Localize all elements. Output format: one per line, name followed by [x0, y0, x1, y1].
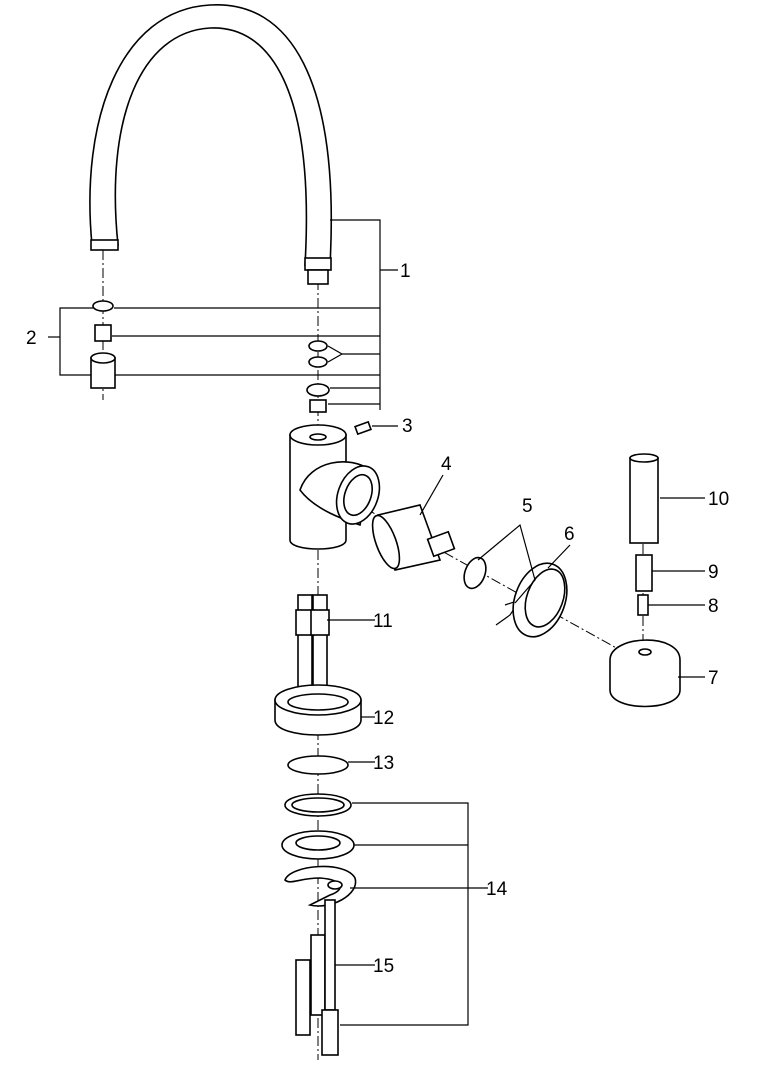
faucet-body — [289, 424, 381, 550]
part-labels: 1 2 3 4 5 6 7 8 9 10 11 12 13 14 15 — [26, 261, 729, 977]
label-7: 7 — [708, 668, 719, 689]
label-6: 6 — [564, 524, 575, 545]
label-4: 4 — [441, 454, 452, 475]
screw — [354, 420, 372, 436]
spout-seals — [306, 340, 330, 413]
label-1: 1 — [400, 261, 411, 282]
leader-lines — [48, 219, 705, 1026]
label-8: 8 — [708, 596, 719, 617]
label-14: 14 — [486, 879, 508, 900]
label-13: 13 — [373, 753, 394, 774]
aerator-parts — [90, 300, 116, 389]
center-lines — [102, 250, 644, 1060]
label-2: 2 — [26, 328, 37, 349]
label-9: 9 — [708, 562, 719, 583]
cover-ring — [512, 562, 568, 638]
label-5: 5 — [522, 496, 533, 517]
cartridge — [371, 504, 456, 571]
label-15: 15 — [373, 956, 394, 977]
hoses — [295, 594, 330, 696]
label-12: 12 — [373, 708, 394, 729]
base-parts — [274, 684, 362, 907]
spout — [89, 4, 332, 285]
label-10: 10 — [708, 489, 729, 510]
handle-parts — [609, 453, 681, 708]
supply-connectors — [295, 899, 339, 1056]
label-11: 11 — [373, 611, 393, 632]
label-3: 3 — [402, 416, 413, 437]
